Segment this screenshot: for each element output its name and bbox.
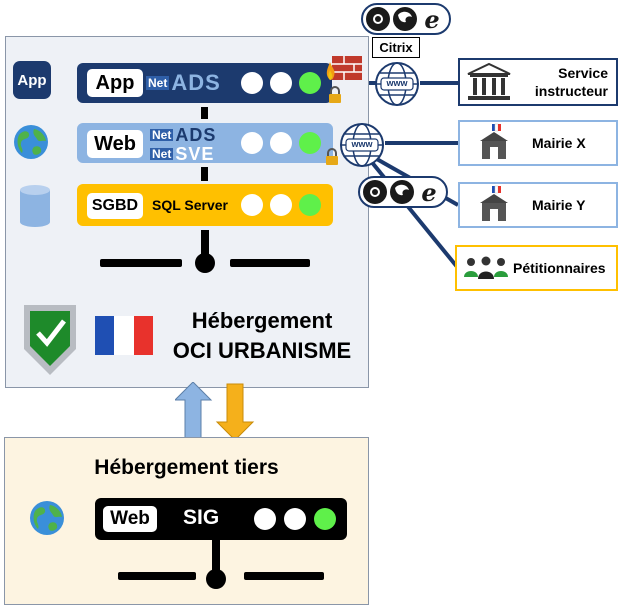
status-dot [241, 194, 263, 216]
netsve-logo-name: SVE [175, 143, 215, 164]
lock-icon [329, 86, 341, 103]
www-label: www [386, 78, 408, 88]
firewall-icon [326, 56, 362, 80]
globe-icon [14, 125, 48, 159]
shield-check-icon [24, 305, 76, 375]
netads-logo-prefix: Net [146, 76, 170, 90]
town-hall-icon [480, 185, 508, 221]
netads-logo-name: ADS [175, 124, 217, 145]
network-switch-icon [118, 540, 324, 589]
netads-logo-name: ADS [171, 70, 221, 95]
hosting-oci-title: Hébergement OCI URBANISME [164, 306, 360, 366]
web-server-label: Web [87, 130, 143, 158]
dest-petitionnaires: Pétitionnaires [455, 245, 618, 291]
connector [201, 107, 208, 119]
app-tier-badge: App [13, 61, 51, 99]
app-server-label: App [87, 69, 143, 97]
france-flag-icon [95, 316, 153, 355]
netads-logo: Net ADS [146, 68, 236, 98]
www-globe-icon [340, 123, 384, 167]
dest-mairie-y-label: Mairie Y [532, 197, 586, 213]
chrome-icon [363, 180, 387, 204]
sql-server-name: SQL Server [152, 197, 229, 213]
hosting-third-party-title: Hébergement tiers [94, 456, 279, 479]
town-hall-icon [480, 123, 508, 159]
ie-icon: e [421, 179, 436, 205]
dest-mairie-x-label: Mairie X [532, 135, 586, 151]
status-dot [254, 508, 276, 530]
status-dot-green [314, 508, 336, 530]
svg-text:e: e [421, 179, 436, 205]
dest-petitionnaires-label: Pétitionnaires [513, 260, 606, 276]
status-dot [241, 72, 263, 94]
netads-logo-prefix: Net [150, 127, 174, 142]
status-dot [241, 132, 263, 154]
status-dot-green [299, 132, 321, 154]
citrix-label-text: Citrix [379, 40, 413, 55]
network-switch-icon [100, 230, 310, 273]
db-server-label-text: SGBD [91, 197, 139, 214]
sig-server-label: Web [103, 506, 157, 532]
database-icon [20, 185, 50, 227]
app-tier-label: App [17, 71, 47, 89]
sig-server-label-text: Web [110, 508, 150, 529]
db-server-label: SGBD [87, 193, 143, 219]
web-server-label-text: Web [94, 132, 136, 155]
connector [201, 167, 208, 181]
firefox-icon [393, 7, 417, 31]
netads-netsve-logo: Net ADS Net SVE [150, 125, 236, 163]
hosting-oci-title-line1: Hébergement [191, 308, 333, 333]
dest-mairie-y: Mairie Y [458, 182, 618, 228]
dest-service-instructeur-label: Service instructeur [514, 64, 616, 100]
dest-service-instructeur-line2: instructeur [534, 83, 608, 99]
globe-icon [30, 501, 64, 535]
sync-arrows-icon [175, 382, 255, 441]
svg-text:e: e [424, 6, 439, 32]
firefox-icon [390, 180, 414, 204]
lock-icon [326, 148, 338, 165]
status-dot-green [299, 72, 321, 94]
dest-mairie-x: Mairie X [458, 120, 618, 166]
www-label: www [351, 139, 373, 149]
app-server-label-text: App [95, 71, 135, 94]
citrix-label: Citrix [372, 37, 420, 58]
dest-service-instructeur-line1: Service [558, 65, 608, 81]
people-icon [464, 256, 508, 279]
netsve-logo-prefix: Net [150, 146, 174, 161]
dest-service-instructeur: Service instructeur [458, 58, 618, 106]
www-globe-icon [375, 62, 419, 106]
chrome-icon [366, 7, 390, 31]
hosting-oci-title-line2: OCI URBANISME [172, 338, 352, 363]
ie-icon: e [424, 6, 439, 32]
sig-name: SIG [183, 506, 220, 529]
building-icon [467, 62, 511, 100]
status-dot [270, 132, 292, 154]
status-dot [284, 508, 306, 530]
status-dot [270, 194, 292, 216]
status-dot-green [299, 194, 321, 216]
status-dot [270, 72, 292, 94]
